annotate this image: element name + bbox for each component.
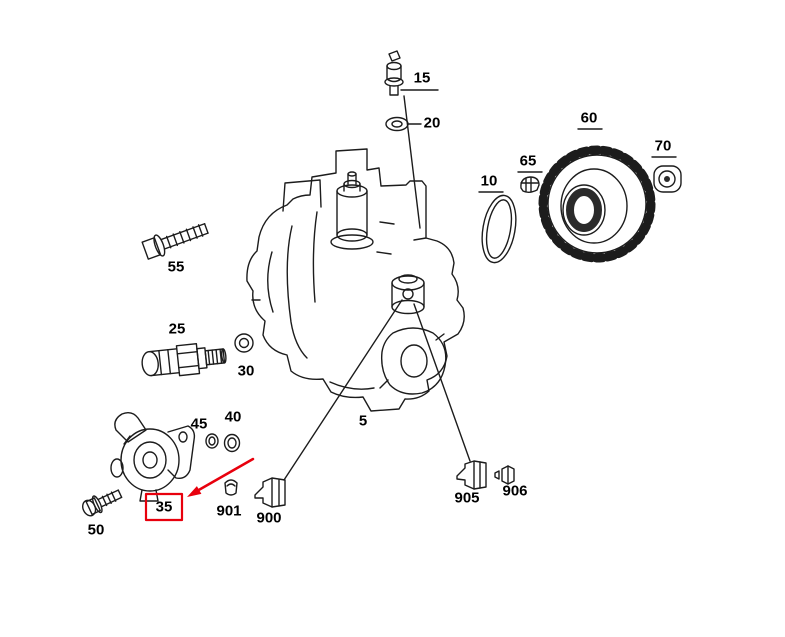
part-65-drawing [520, 176, 540, 193]
part-label-20: 20 [423, 114, 441, 132]
part-35-drawing [110, 411, 196, 502]
part-5-pump-body-drawing [246, 148, 465, 412]
part-label-901: 901 [216, 502, 242, 520]
part-15-drawing [384, 50, 404, 96]
part-60-drawing [538, 145, 656, 263]
part-40-drawing [223, 433, 241, 453]
part-label-10: 10 [480, 172, 498, 190]
part-label-900: 900 [256, 509, 282, 527]
highlight-box [144, 492, 184, 522]
part-906-drawing [494, 465, 515, 485]
part-label-905: 905 [454, 489, 480, 507]
part-label-30: 30 [237, 362, 255, 380]
part-10-drawing [481, 194, 517, 264]
part-50-drawing [82, 489, 123, 517]
part-label-60: 60 [580, 109, 598, 127]
red-arrow-line [195, 457, 255, 493]
highlight-annotations [144, 457, 255, 522]
part-901-drawing [224, 479, 238, 496]
part-30-drawing [234, 333, 254, 353]
part-25-drawing [141, 343, 227, 377]
part-label-25: 25 [168, 320, 186, 338]
part-label-65: 65 [519, 152, 537, 170]
leader-lines [283, 89, 677, 481]
part-label-15: 15 [413, 69, 431, 87]
part-label-70: 70 [654, 137, 672, 155]
part-55-drawing [141, 223, 209, 260]
part-900-drawing [254, 477, 286, 508]
red-arrow-head [187, 486, 202, 497]
part-label-35-highlighted: 35 [155, 498, 173, 516]
part-45-drawing [205, 433, 219, 449]
part-label-5: 5 [358, 412, 368, 430]
part-20-drawing [385, 116, 409, 132]
part-905-drawing [456, 460, 487, 490]
part-label-50: 50 [87, 521, 105, 539]
part-label-55: 55 [167, 258, 185, 276]
part-label-40: 40 [224, 408, 242, 426]
part-70-drawing [653, 165, 682, 193]
part-label-45: 45 [190, 415, 208, 433]
part-label-906: 906 [502, 482, 528, 500]
